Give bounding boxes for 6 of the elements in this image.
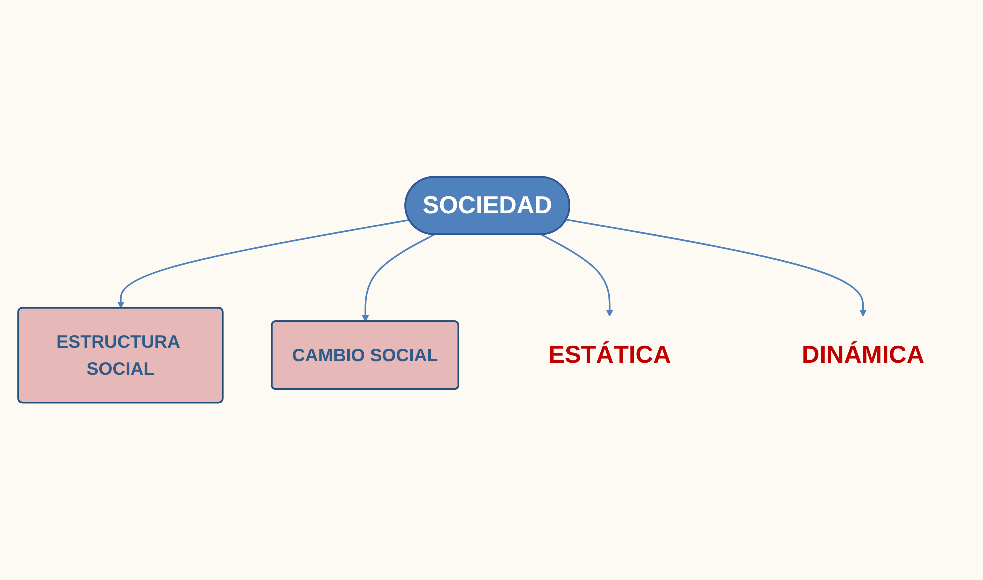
node-text: DINÁMICA bbox=[801, 342, 924, 369]
arrow bbox=[116, 219, 410, 309]
arrow bbox=[540, 234, 613, 317]
arrow bbox=[566, 219, 866, 317]
arrow bbox=[362, 234, 434, 322]
node-text: ESTÁTICA bbox=[548, 342, 671, 369]
